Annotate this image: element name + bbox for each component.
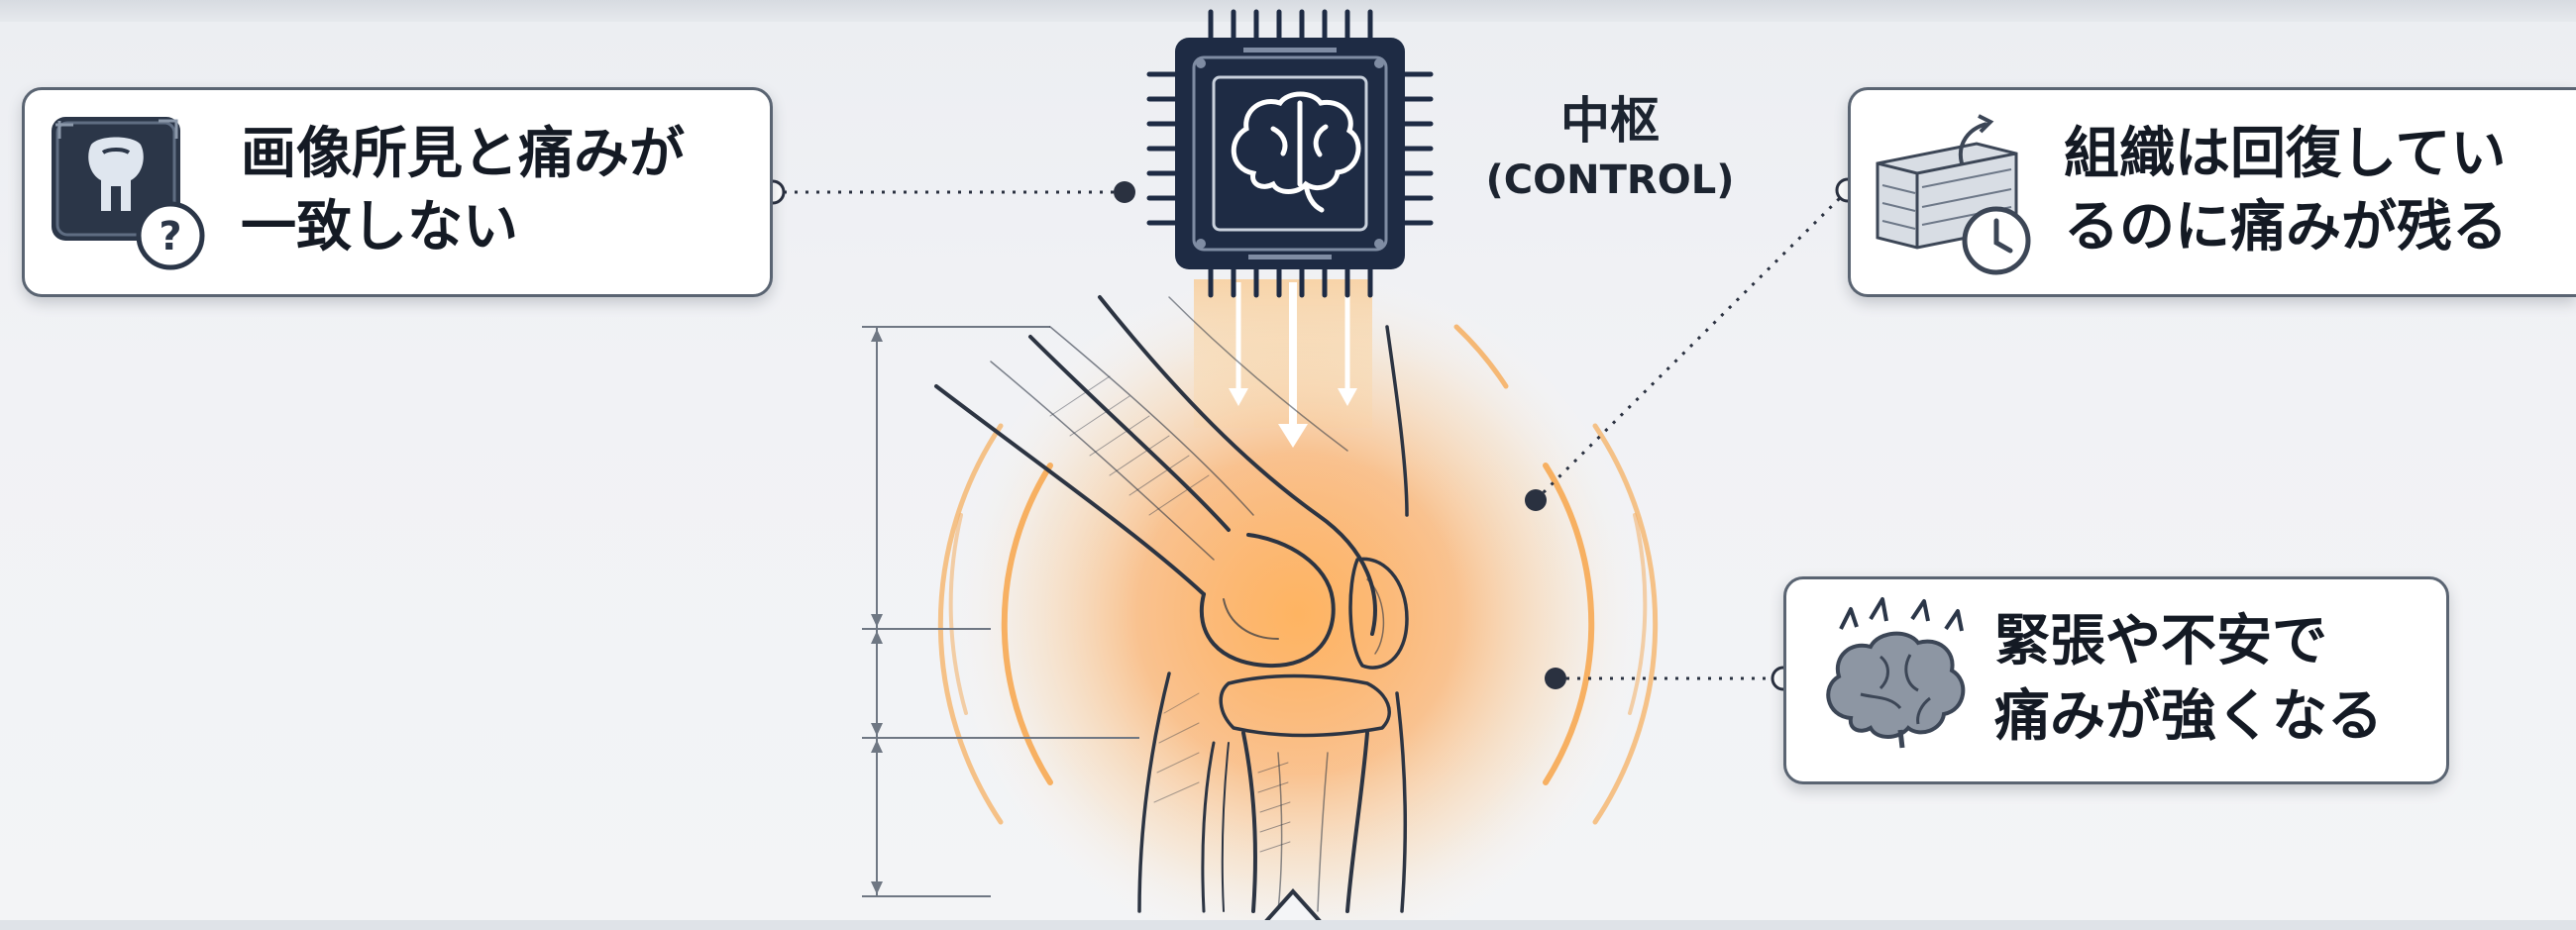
card-image-mismatch: 画像所見と痛みが 一致しない: [22, 87, 773, 297]
card-image-mismatch-line2: 一致しない: [241, 193, 518, 262]
card-anxiety: 緊張や不安で 痛みが強くなる: [1783, 576, 2449, 784]
bottom-band: [0, 920, 2576, 930]
central-subtitle: (CONTROL): [1442, 156, 1778, 204]
control-chip: [1149, 12, 1431, 295]
card-image-mismatch-line1: 画像所見と痛みが: [241, 120, 685, 189]
card-anxiety-line2: 痛みが強くなる: [1994, 682, 2383, 752]
card-tissue-recovered-line1: 組織は回復してい: [2064, 120, 2506, 189]
central-title: 中枢: [1521, 91, 1699, 151]
card-tissue-recovered: 組織は回復してい るのに痛みが残る: [1848, 87, 2576, 297]
card-anxiety-line1: 緊張や不安で: [1994, 607, 2327, 676]
card-tissue-recovered-line2: るのに痛みが残る: [2064, 193, 2508, 262]
signal-beams: [1194, 279, 1372, 448]
